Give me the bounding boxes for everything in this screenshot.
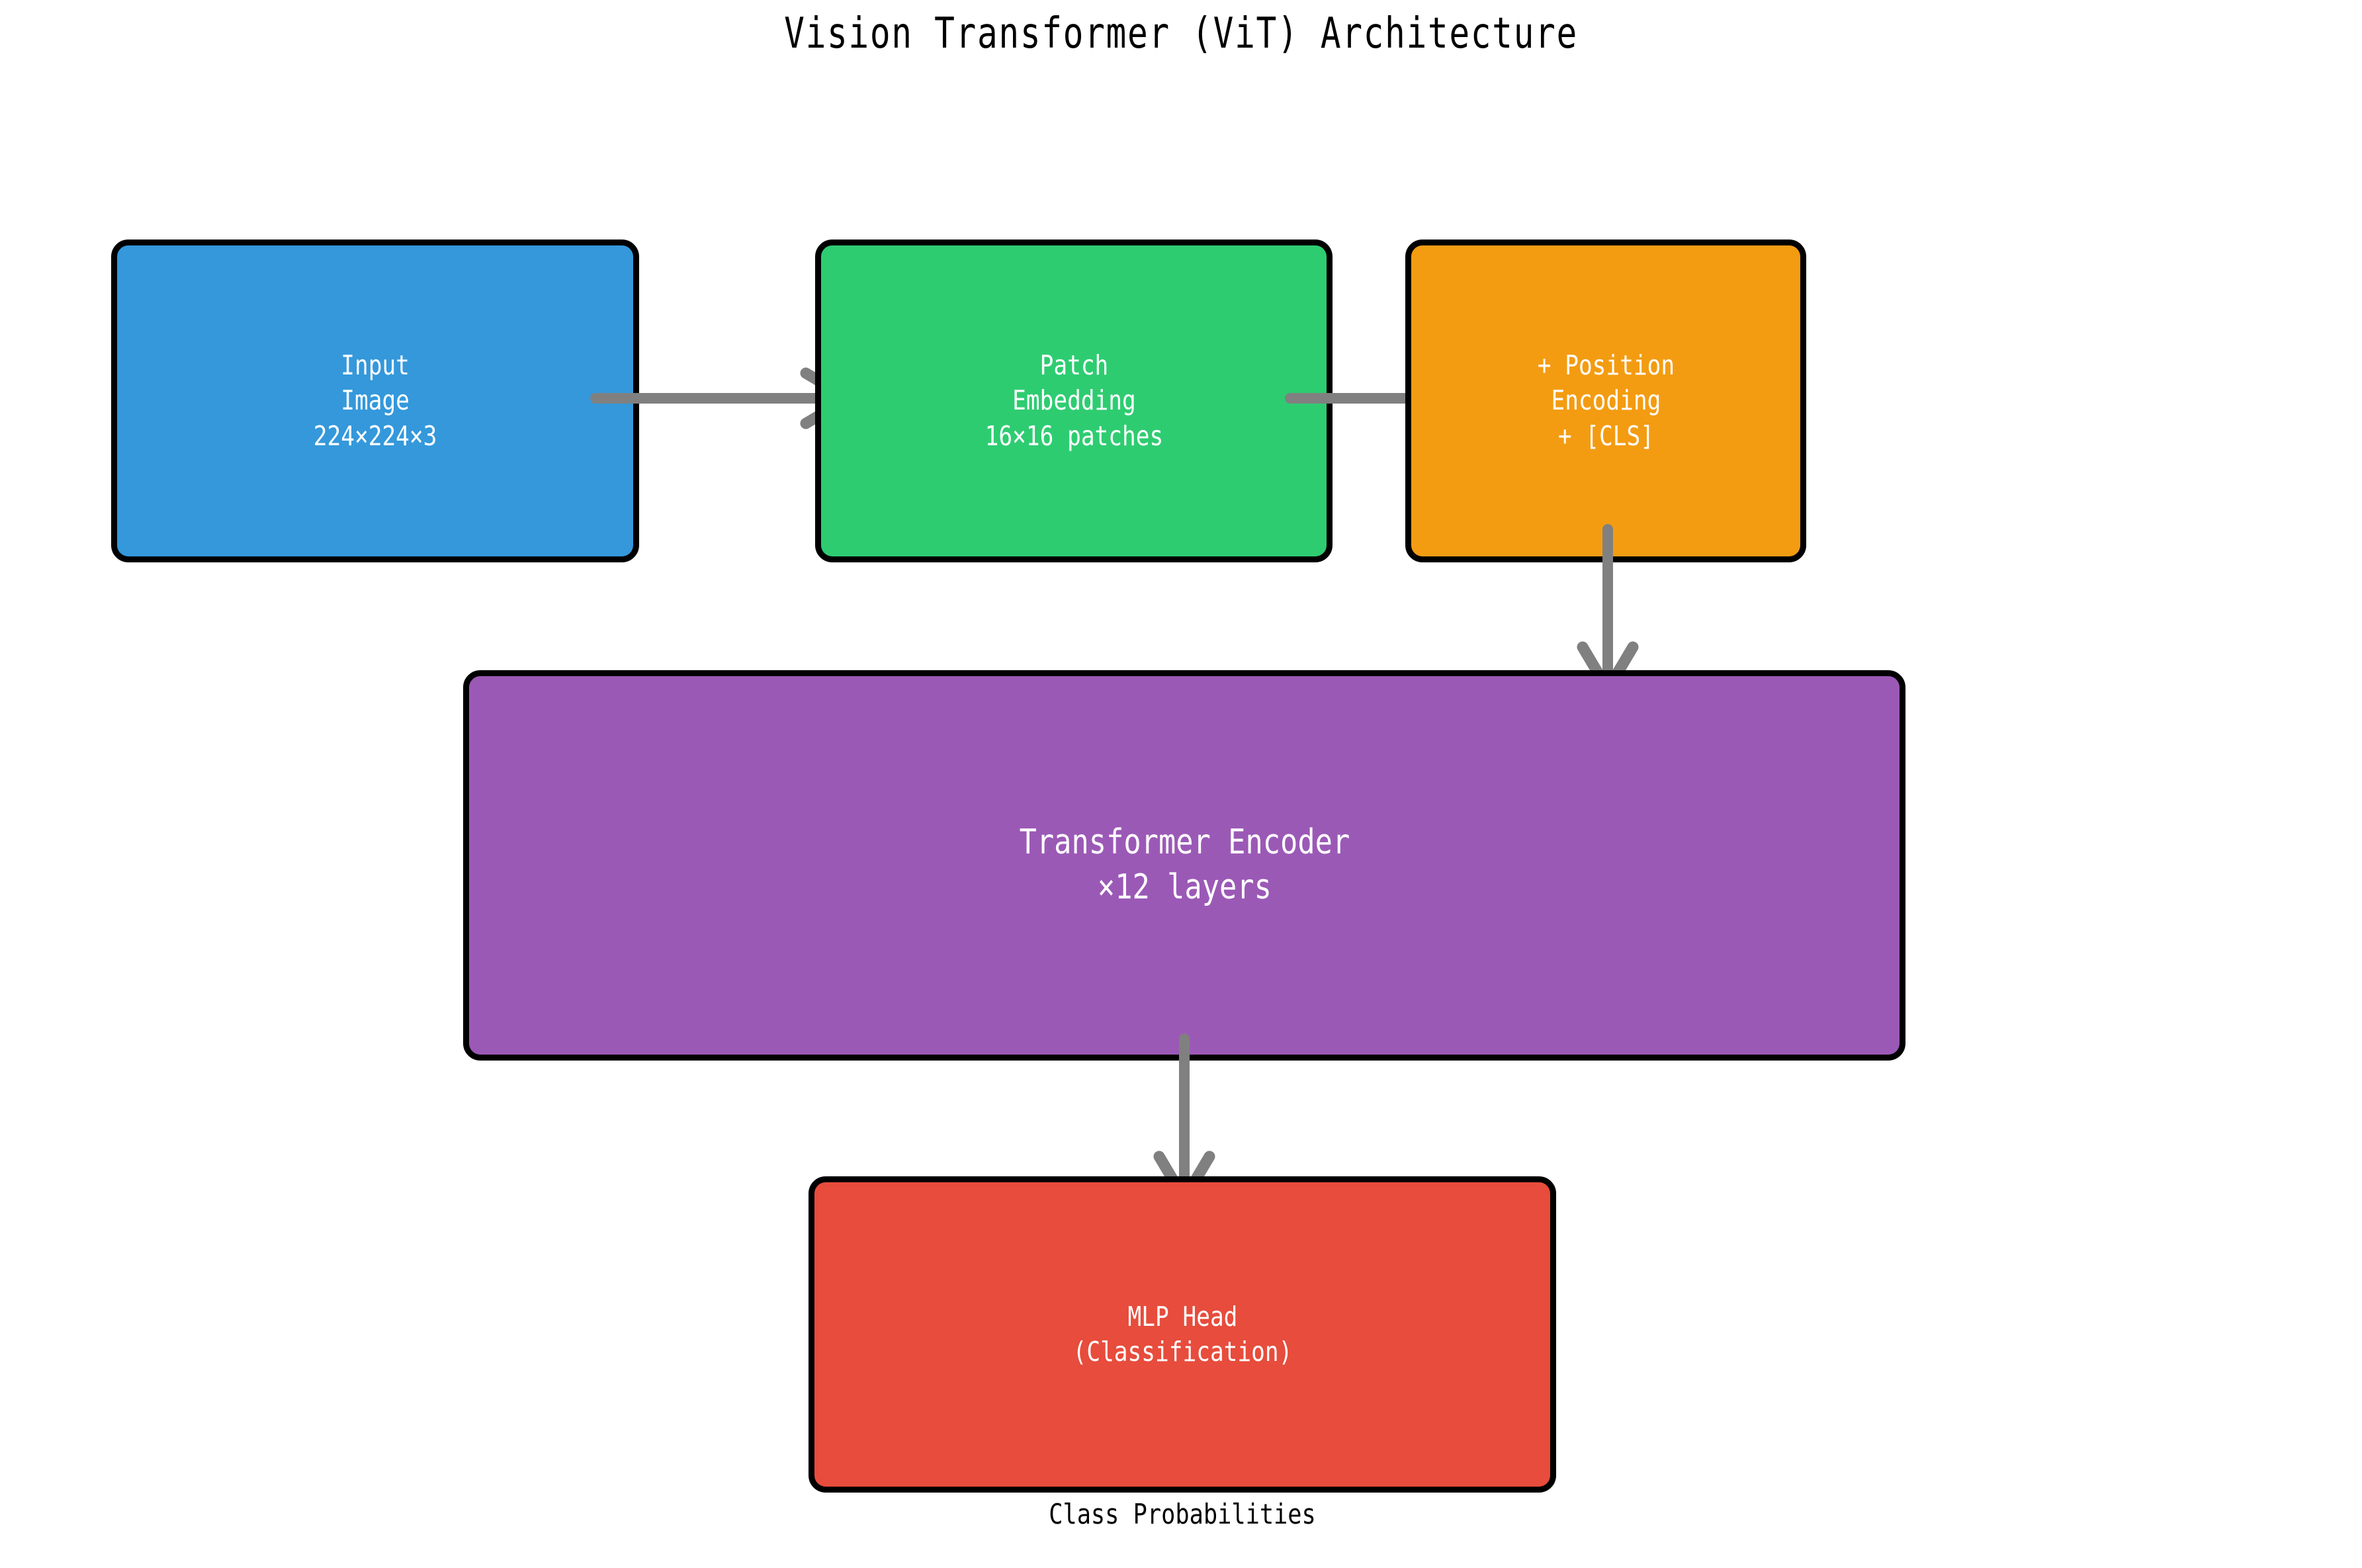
node-transformer-encoder-label: Transformer Encoder ×12 layers <box>1019 822 1350 907</box>
node-mlp-head[interactable]: MLP Head (Classification) <box>809 1176 1556 1493</box>
node-mlp-head-label: MLP Head (Classification) <box>1072 1300 1292 1368</box>
node-position-encoding[interactable]: + Position Encoding + [CLS] <box>1405 240 1806 562</box>
node-position-encoding-label: + Position Encoding + [CLS] <box>1537 349 1675 452</box>
page-title: Vision Transformer (ViT) Architecture <box>784 9 1578 58</box>
node-transformer-encoder[interactable]: Transformer Encoder ×12 layers <box>463 670 1905 1061</box>
caption-class-probabilities: Class Probabilities <box>1049 1498 1316 1530</box>
node-patch-embedding-label: Patch Embedding 16×16 patches <box>984 349 1163 452</box>
node-input-image[interactable]: Input Image 224×224×3 <box>111 240 639 562</box>
node-patch-embedding[interactable]: Patch Embedding 16×16 patches <box>815 240 1333 562</box>
node-input-image-label: Input Image 224×224×3 <box>313 349 437 452</box>
